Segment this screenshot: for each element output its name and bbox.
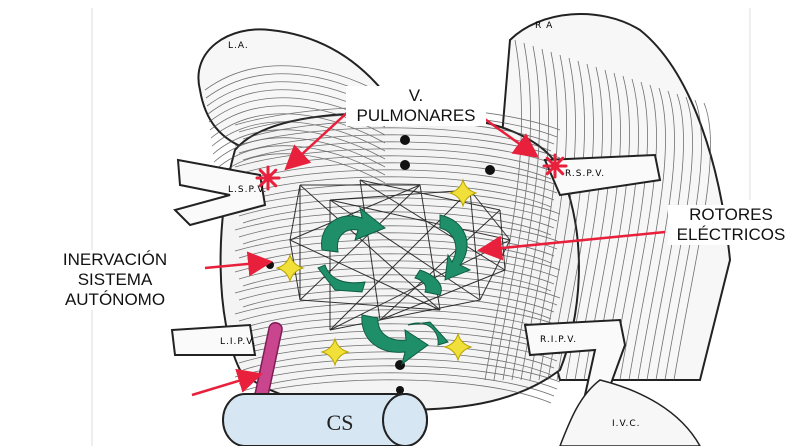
coronary-sinus — [223, 394, 427, 446]
label-ra: R A — [535, 21, 553, 31]
node-marker — [396, 386, 404, 394]
rotors-label: ROTORES ELÉCTRICOS — [668, 205, 794, 245]
label-la: L.A. — [228, 41, 249, 51]
pulmonary-veins-label: V. PULMONARES — [346, 86, 486, 126]
label-rspv: R.S.P.V. — [565, 169, 605, 179]
label-ivc: I.V.C. — [612, 419, 641, 429]
node-marker — [485, 165, 495, 175]
cs-label: CS — [327, 410, 354, 435]
node-marker — [400, 135, 410, 145]
autonomic-label: INERVACIÓN SISTEMA AUTÓNOMO — [40, 250, 190, 310]
ivc-vessel — [560, 380, 700, 446]
label-lipv: L.I.P.V. — [220, 337, 256, 347]
label-lspv: L.S.P.V. — [228, 185, 267, 195]
label-ripv: R.I.P.V. — [540, 335, 577, 345]
ligament-arrow — [192, 375, 258, 395]
node-marker — [400, 160, 410, 170]
